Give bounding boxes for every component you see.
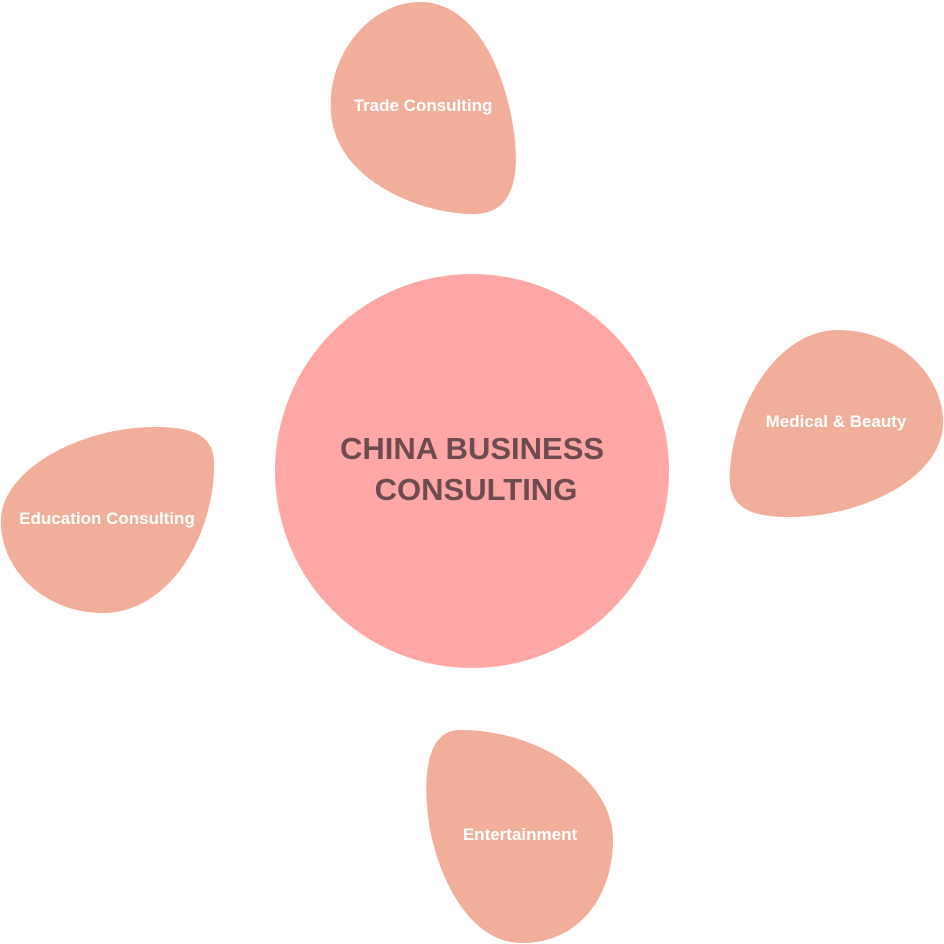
topic-label-trade: Trade Consulting bbox=[354, 96, 493, 115]
entertainment-blob bbox=[426, 730, 613, 943]
topic-node-trade[interactable]: Trade Consulting bbox=[330, 2, 516, 214]
center-title-line-2: CONSULTING bbox=[375, 472, 578, 507]
topic-node-education[interactable]: Education Consulting bbox=[0, 427, 215, 613]
topic-node-medical[interactable]: Medical & Beauty bbox=[729, 330, 944, 517]
topic-label-education: Education Consulting bbox=[19, 509, 195, 528]
topic-node-entertainment[interactable]: Entertainment bbox=[426, 730, 613, 943]
medical-blob bbox=[729, 330, 944, 517]
center-title-line-1: CHINA BUSINESS bbox=[340, 431, 604, 466]
education-blob bbox=[0, 427, 215, 613]
center-circle bbox=[275, 274, 669, 668]
topic-label-entertainment: Entertainment bbox=[463, 825, 578, 844]
topic-label-medical: Medical & Beauty bbox=[766, 412, 907, 431]
center-node[interactable]: CHINA BUSINESS CONSULTING bbox=[275, 274, 669, 668]
trade-blob bbox=[330, 2, 516, 214]
